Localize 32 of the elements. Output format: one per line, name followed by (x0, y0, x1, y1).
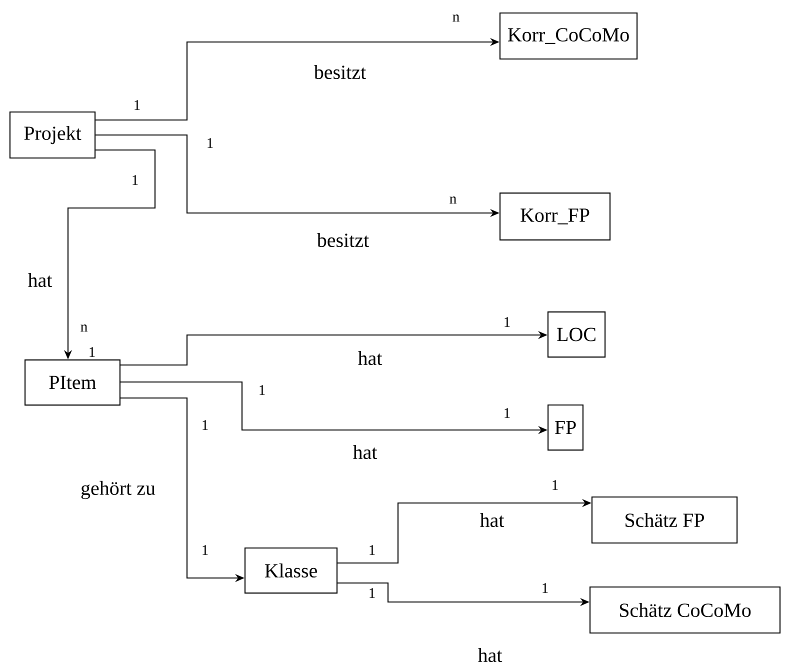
edge-label: besitzt (316, 232, 369, 248)
multiplicity-label: 1 (504, 317, 510, 327)
multiplicity-label: 1 (202, 545, 208, 555)
entity-box: Schätz FP (591, 496, 738, 544)
edge-label: hat (358, 350, 382, 366)
edge-label: hat (28, 272, 52, 288)
multiplicity-label: 1 (202, 420, 208, 430)
multiplicity-label: 1 (504, 408, 510, 418)
multiplicity-label: 1 (552, 480, 558, 490)
multiplicity-label: n (450, 196, 456, 204)
entity-box: Projekt (9, 111, 96, 159)
entity-box: Korr_FP (499, 192, 611, 240)
entity-box: FP (548, 404, 584, 451)
multiplicity-label: 1 (132, 175, 138, 185)
edge-label: gehört zu (81, 480, 156, 500)
multiplicity-label: 1 (370, 545, 375, 555)
entity-box: Korr_CoCoMo (499, 12, 638, 60)
entity-box: PItem (24, 359, 120, 406)
entity-box: Schätz CoCoMo (589, 586, 781, 634)
entity-box: Klasse (244, 547, 338, 594)
multiplicity-label: 1 (370, 588, 375, 598)
entity-box: LOC (547, 311, 606, 358)
multiplicity-label: n (80, 324, 88, 332)
multiplicity-label: 1 (134, 100, 140, 110)
multiplicity-label: 1 (208, 138, 213, 148)
multiplicity-label: 1 (542, 583, 548, 593)
edge-label: hat (480, 512, 504, 528)
multiplicity-label: n (452, 14, 460, 22)
edge-label: besitzt (314, 64, 366, 80)
edge-label: hat (478, 648, 502, 662)
multiplicity-label: 1 (260, 385, 265, 395)
edge-label: hat (352, 444, 378, 460)
